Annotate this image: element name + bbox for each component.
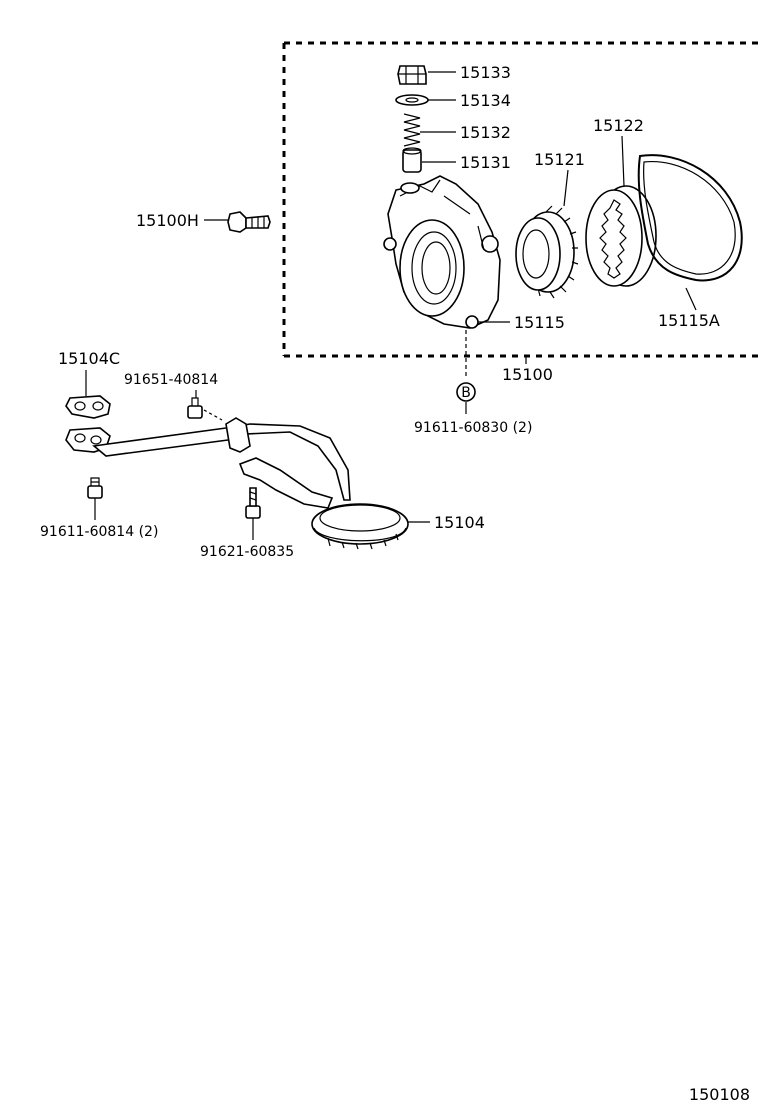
label-15115A: 15115A xyxy=(658,311,720,330)
leader-lines xyxy=(85,71,697,540)
figure-number: 150108 xyxy=(689,1085,750,1104)
relief-valve-part xyxy=(402,147,422,173)
label-15115: 15115 xyxy=(514,313,565,332)
label-15131: 15131 xyxy=(460,153,511,172)
label-15121: 15121 xyxy=(534,150,585,169)
label-15133: 15133 xyxy=(460,63,511,82)
oil-strainer-part xyxy=(65,395,409,550)
label-15100H: 15100H xyxy=(136,211,199,230)
label-15104C: 15104C xyxy=(58,349,120,368)
strainer-bolt-center-part xyxy=(245,487,261,519)
pump-body-part xyxy=(383,175,501,329)
label-15122: 15122 xyxy=(593,116,644,135)
label-91651-40814: 91651-40814 xyxy=(124,372,218,388)
label-91611-60814: 91611-60814 (2) xyxy=(40,524,158,540)
bolt-marker-b: B xyxy=(461,385,471,401)
label-15100: 15100 xyxy=(502,365,553,384)
label-15132: 15132 xyxy=(460,123,511,142)
pump-bolt-part xyxy=(227,211,271,233)
label-15134: 15134 xyxy=(460,91,511,110)
drive-gear-part xyxy=(515,205,579,299)
label-91621-60835: 91621-60835 xyxy=(200,544,294,560)
relief-valve-plug-part xyxy=(397,65,427,85)
strainer-bolt-upper-part xyxy=(187,397,223,421)
o-ring-part xyxy=(637,154,743,282)
relief-spring-part xyxy=(403,113,421,147)
strainer-bolt-left-part xyxy=(87,477,103,499)
label-91611-60830: 91611-60830 (2) xyxy=(414,420,532,436)
gasket-washer-part xyxy=(395,94,429,106)
assembly-boundary xyxy=(282,41,760,358)
label-15104: 15104 xyxy=(434,513,485,532)
pump-mount-bolt-marker: B xyxy=(456,330,476,402)
